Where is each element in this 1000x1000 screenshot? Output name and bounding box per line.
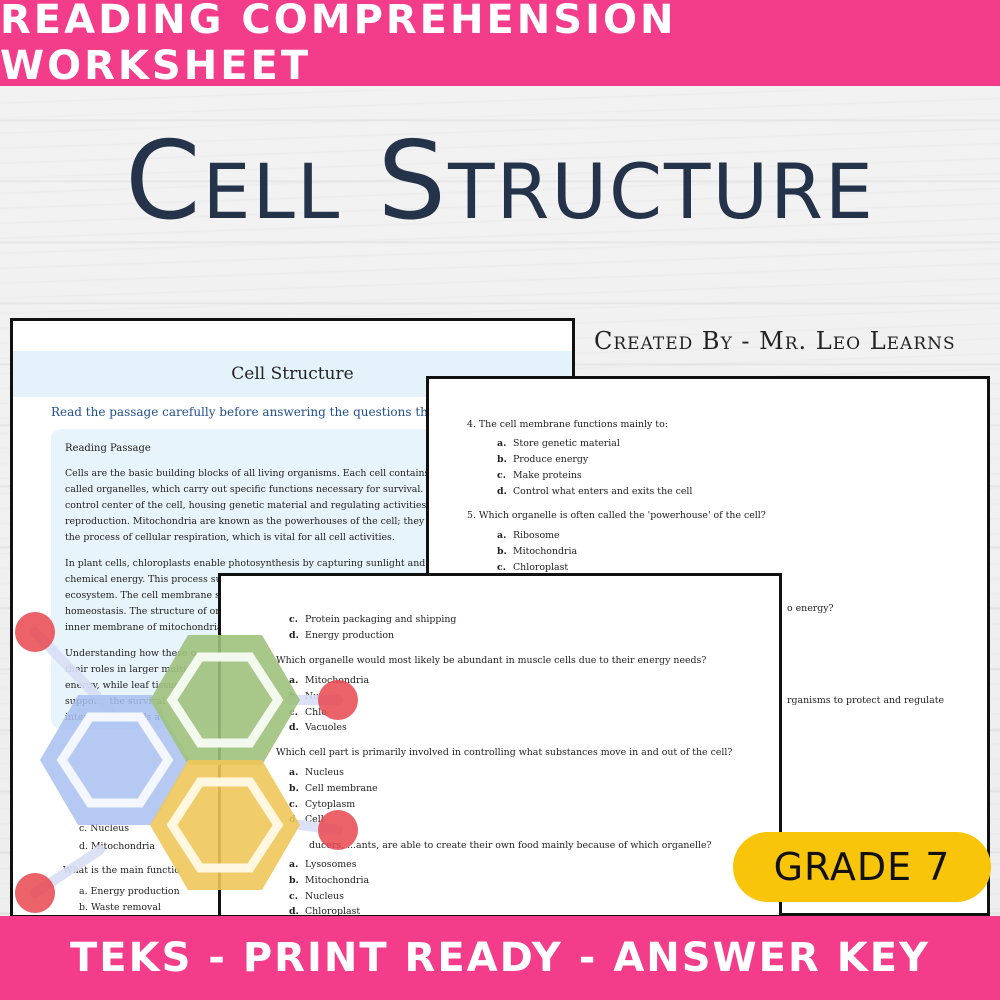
- answer-option: d.Cell: [289, 814, 324, 825]
- worksheet-page-questions-b: c.Protein packaging and shipping d.Energ…: [218, 573, 782, 918]
- grade-badge: GRADE 7: [733, 832, 991, 902]
- answer-option: c.Nucleus: [289, 891, 344, 902]
- answer-option: b.Nu: [289, 691, 320, 702]
- answer-option: b. Waste removal: [79, 902, 161, 913]
- answer-option: c.Chloroplast: [497, 562, 569, 573]
- answer-option: b.Mitochondria: [497, 546, 578, 557]
- answer-option: c.Cytoplasm: [289, 799, 356, 810]
- answer-option: c.Chlo: [289, 707, 327, 718]
- question-text: Which cell part is primarily involved in…: [276, 747, 733, 758]
- answer-option: d.Energy production: [289, 630, 395, 641]
- question-4: 4. The cell membrane functions mainly to…: [467, 419, 668, 430]
- answer-option: c.Make proteins: [497, 470, 582, 481]
- question-5: 5. Which organelle is often called the '…: [467, 510, 766, 521]
- top-banner-text: READING COMPREHENSION WORKSHEET: [0, 0, 677, 89]
- answer-option: b.Produce energy: [497, 454, 589, 465]
- answer-option: d.Control what enters and exits the cell: [497, 486, 693, 497]
- question-text: ducers, ...ants, are able to create thei…: [309, 840, 712, 851]
- main-title: Cell Structure: [125, 119, 875, 244]
- question-text: What is the main functio: [63, 865, 180, 876]
- answer-option: b.Mitochondria: [289, 875, 370, 886]
- answer-option: d.Chloroplast: [289, 906, 361, 917]
- answer-option: d. Mitochondria: [79, 841, 156, 852]
- answer-option: a. Energy production: [79, 886, 180, 897]
- answer-option: a.Store genetic material: [497, 438, 620, 449]
- answer-option: a.Nucleus: [289, 767, 344, 778]
- passage-instruction: Read the passage carefully before answer…: [51, 405, 471, 419]
- answer-option: a.Lysosomes: [289, 859, 357, 870]
- answer-option: d.Vacuoles: [289, 722, 347, 733]
- creator-credit: Created By - Mr. Leo Learns: [594, 327, 956, 355]
- bottom-banner: TEKS - PRINT READY - ANSWER KEY: [0, 916, 1000, 1000]
- grade-label: GRADE 7: [773, 845, 951, 889]
- question-fragment: rganisms to protect and regulate: [787, 695, 945, 706]
- top-banner: READING COMPREHENSION WORKSHEET: [0, 0, 1000, 89]
- answer-option: a.Ribosome: [497, 530, 560, 541]
- answer-option: c.Protein packaging and shipping: [289, 614, 457, 625]
- bottom-banner-text: TEKS - PRINT READY - ANSWER KEY: [69, 935, 931, 981]
- answer-option: c. Nucleus: [79, 823, 130, 834]
- question-text: Which organelle would most likely be abu…: [276, 655, 707, 666]
- reading-passage-label: Reading Passage: [65, 443, 151, 454]
- question-fragment: o energy?: [787, 603, 834, 614]
- passage-paragraph-1: Cells are the basic building blocks of a…: [65, 468, 460, 543]
- answer-option: b.Cell membrane: [289, 783, 378, 794]
- answer-option: a.Mitochondria: [289, 675, 370, 686]
